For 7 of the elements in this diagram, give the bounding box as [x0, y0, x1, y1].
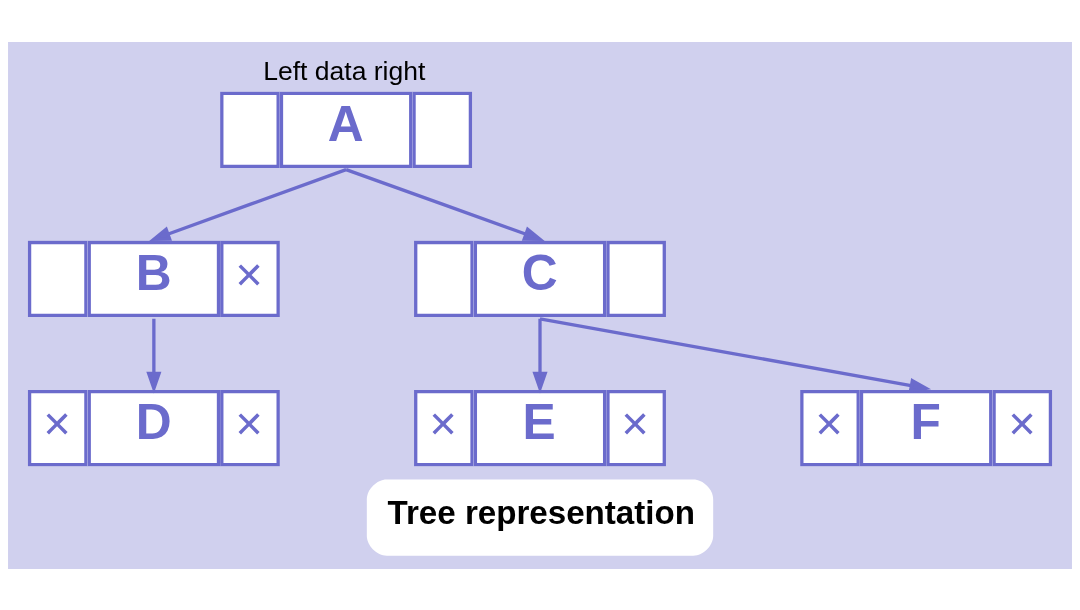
arrow [146, 318, 162, 393]
arrow [149, 167, 347, 241]
caption: Tree representation [387, 493, 695, 531]
arrow [539, 316, 932, 393]
arrow [532, 318, 548, 393]
node-label: Left data right [263, 55, 426, 86]
arrow [345, 167, 545, 241]
